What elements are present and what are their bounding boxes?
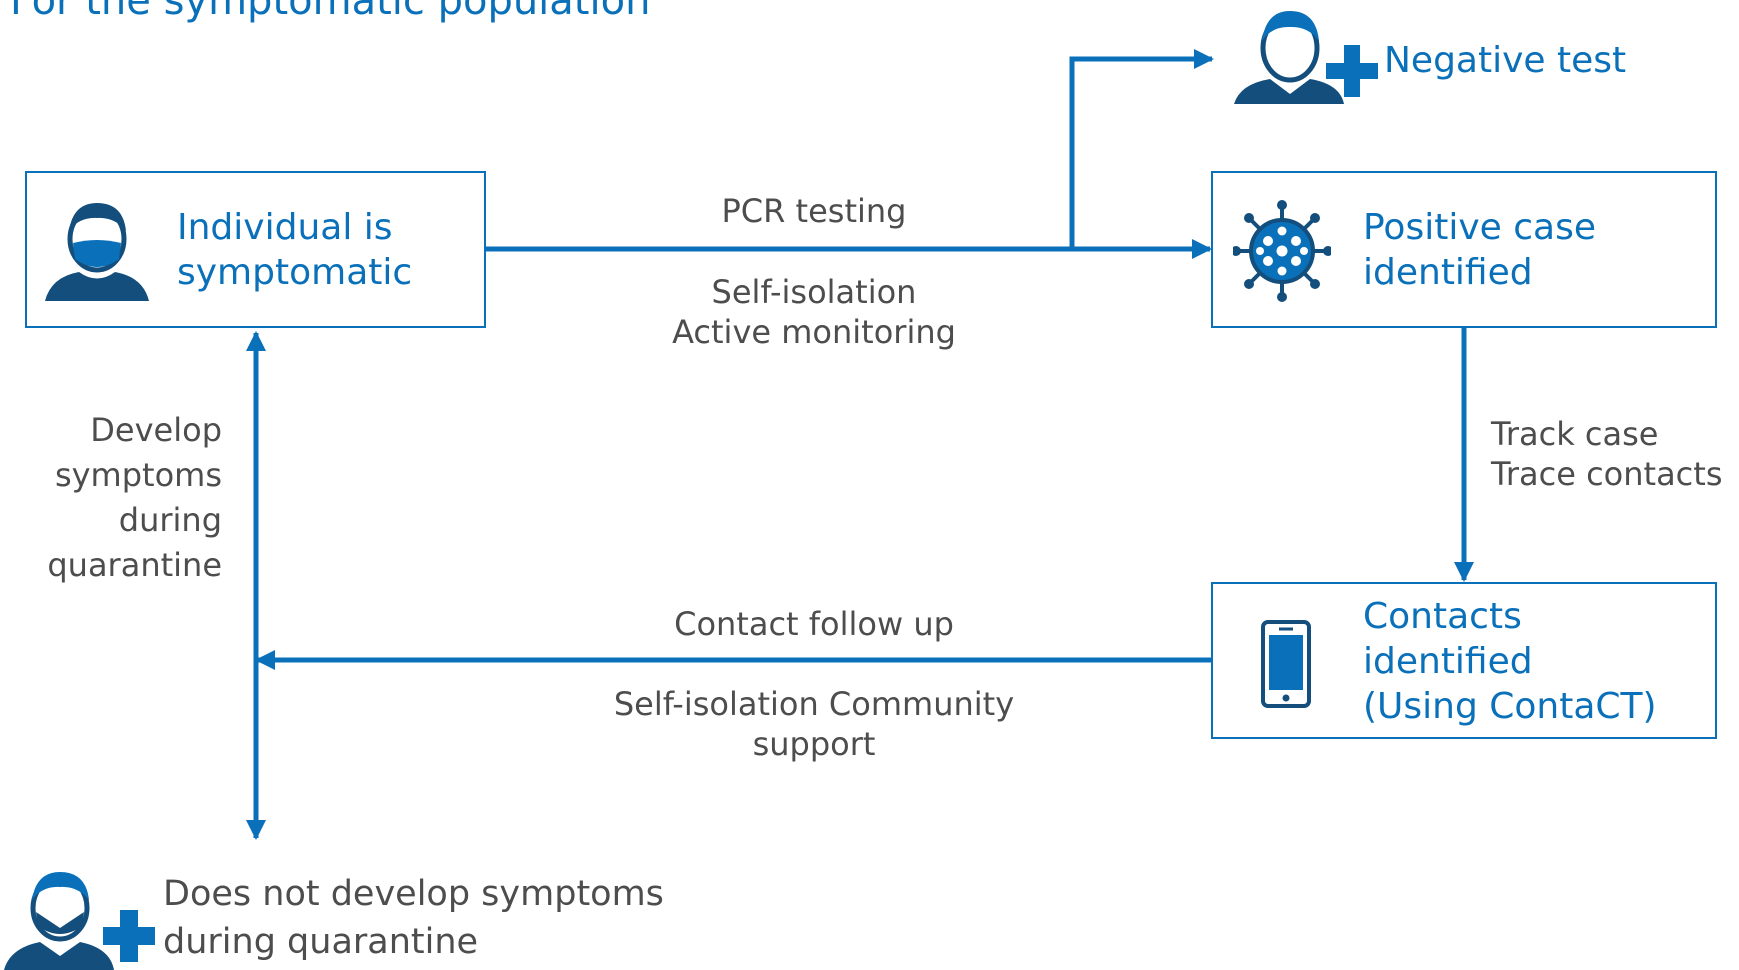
edge-develop-line1: Develop xyxy=(90,411,222,449)
node-no-symptoms-line1: Does not develop symptoms xyxy=(163,874,664,914)
node-positive-line2: identified xyxy=(1363,252,1533,293)
edge-develop-label: Develop symptoms during quarantine xyxy=(20,408,222,588)
node-symptomatic-line2: symptomatic xyxy=(177,252,413,293)
edge-follow-label-above: Contact follow up xyxy=(674,605,954,643)
arrow-negative-test xyxy=(1069,49,1214,249)
edge-pcr-label-below: Self-isolation Active monitoring xyxy=(614,272,1014,352)
edge-develop-line2: symptoms xyxy=(54,456,222,494)
person-plus-icon xyxy=(1234,11,1378,104)
node-contacts-line1: Contacts xyxy=(1363,596,1522,637)
edge-pcr-below-line2: Active monitoring xyxy=(672,313,956,351)
masked-person-icon xyxy=(45,203,149,301)
node-no-symptoms-line2: during quarantine xyxy=(163,922,479,962)
edge-track-line1: Track case xyxy=(1491,415,1659,453)
node-negative-test: Negative test xyxy=(1232,8,1652,108)
node-no-symptoms: Does not develop symptoms during quarant… xyxy=(0,862,720,970)
node-contacts-line2: identified xyxy=(1363,641,1533,682)
node-positive-line1: Positive case xyxy=(1363,207,1596,248)
edge-follow-below-line2: support xyxy=(752,725,876,763)
edge-pcr-label-above: PCR testing xyxy=(721,192,907,230)
edge-follow-below-line1: Self-isolation Community xyxy=(613,685,1015,723)
node-contacts-identified: Contacts identified (Using ContaCT) xyxy=(1211,582,1717,739)
node-symptomatic-line1: Individual is xyxy=(177,207,393,248)
edge-develop-line4: quarantine xyxy=(47,546,222,584)
edge-develop-line3: during xyxy=(118,501,222,539)
node-positive-case: Positive case identified xyxy=(1211,171,1717,328)
edge-track-label: Track case Trace contacts xyxy=(1491,414,1722,494)
virus-icon xyxy=(1233,200,1331,302)
edge-follow-label-below: Self-isolation Community support xyxy=(564,684,1064,764)
node-individual-symptomatic: Individual is symptomatic xyxy=(25,171,486,328)
edge-track-line2: Trace contacts xyxy=(1491,455,1723,493)
masked-person-plus-icon xyxy=(4,872,155,970)
node-contacts-line3: (Using ContaCT) xyxy=(1363,686,1657,727)
smartphone-icon xyxy=(1261,620,1311,708)
node-negative-label: Negative test xyxy=(1384,40,1627,81)
edge-pcr-below-line1: Self-isolation xyxy=(711,273,917,311)
diagram-title: For the symptomatic population xyxy=(10,0,651,24)
